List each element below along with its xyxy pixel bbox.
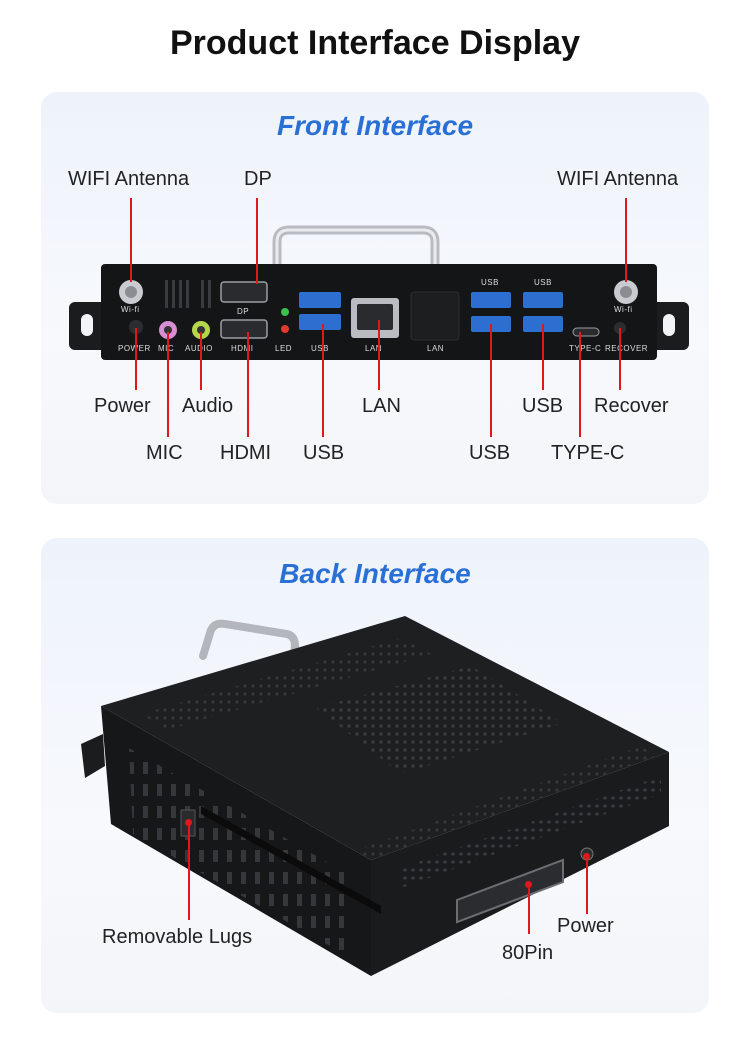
page-title: Product Interface Display — [169, 24, 580, 62]
label-mic: MIC — [146, 442, 183, 464]
label-type-c: TYPE-C — [551, 442, 625, 464]
dot-removable-lugs — [185, 819, 192, 826]
silk-wifi-right: Wi-fi — [614, 305, 633, 314]
front-interface-panel: Front Interface — [41, 92, 709, 504]
dot-80pin — [525, 881, 532, 888]
silk-mic: MIC — [158, 344, 174, 353]
label-audio: Audio — [182, 395, 234, 417]
leader-type-c — [579, 332, 581, 437]
silk-lan1: LAN — [365, 344, 383, 353]
leader-lan — [378, 320, 380, 390]
front-device-illustration — [69, 225, 689, 360]
silk-led: LED — [275, 344, 293, 353]
leader-mic — [167, 332, 169, 437]
leader-usb-right-top — [542, 324, 544, 390]
leader-wifi-left — [130, 198, 132, 282]
leader-recover — [619, 328, 621, 390]
leader-hdmi — [247, 332, 249, 437]
leader-dp — [256, 198, 258, 284]
label-usb-left: USB — [303, 442, 345, 464]
label-removable-lugs: Removable Lugs — [102, 926, 253, 948]
silk-audio: AUDIO — [185, 344, 213, 353]
label-hdmi: HDMI — [220, 442, 272, 464]
pin80-shape — [456, 858, 564, 924]
silk-usb: USB — [311, 344, 329, 353]
label-usb-right-bottom: USB — [469, 442, 511, 464]
silk-dp: DP — [237, 307, 250, 316]
silk-usb-b: USB — [534, 278, 552, 287]
silk-power: POWER — [118, 344, 151, 353]
label-usb-right-top: USB — [522, 395, 564, 417]
leader-power — [135, 328, 137, 390]
silk-wifi-left: Wi-fi — [121, 305, 140, 314]
label-recover: Recover — [594, 395, 669, 417]
silk-recover: RECOVER — [605, 344, 649, 353]
back-interface-panel: Back Interface — [41, 538, 709, 1013]
leader-usb-left — [322, 324, 324, 437]
silk-hdmi: HDMI — [231, 344, 254, 353]
label-back-power: Power — [557, 915, 614, 937]
back-handle-shape — [199, 619, 300, 666]
leader-wifi-right — [625, 198, 627, 282]
leader-80pin — [528, 884, 530, 934]
silk-typec: TYPE-C — [569, 344, 602, 353]
label-80pin: 80Pin — [502, 942, 554, 964]
silk-lan2: LAN — [427, 344, 445, 353]
label-wifi-antenna-left: WIFI Antenna — [68, 168, 190, 190]
label-lan: LAN — [362, 395, 401, 417]
front-interface-title: Front Interface — [276, 110, 474, 141]
leader-usb-right-bottom — [490, 324, 492, 437]
label-dp: DP — [244, 168, 272, 190]
silk-usb-a: USB — [481, 278, 499, 287]
leader-removable-lugs — [188, 822, 190, 920]
back-device-illustration — [81, 616, 669, 976]
dot-back-power — [583, 853, 590, 860]
label-wifi-antenna-right: WIFI Antenna — [557, 168, 679, 190]
label-power: Power — [94, 395, 151, 417]
leader-back-power — [586, 856, 588, 914]
back-interface-title: Back Interface — [279, 558, 471, 589]
leader-audio — [200, 332, 202, 390]
